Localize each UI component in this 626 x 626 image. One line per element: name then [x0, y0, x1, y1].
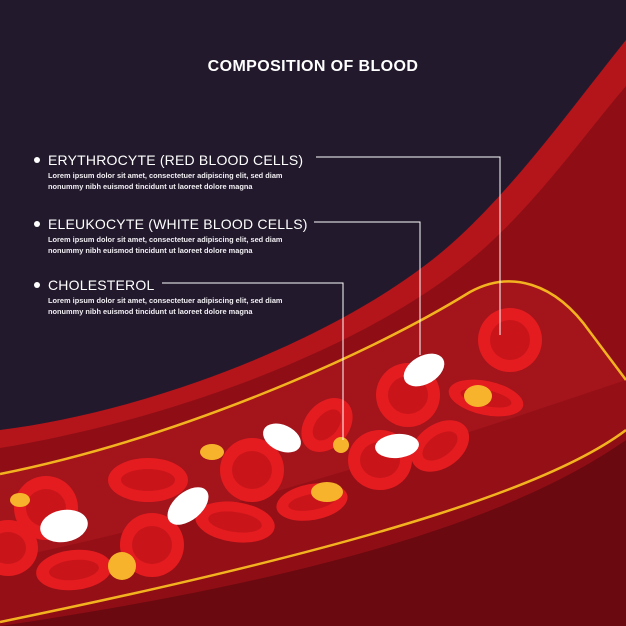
- cholesterol-particle: [311, 482, 343, 502]
- red-blood-cell: [410, 420, 470, 472]
- bullet-icon: [34, 157, 40, 163]
- white-blood-cell: [403, 353, 445, 387]
- legend-description: Lorem ipsum dolor sit amet, consectetuer…: [48, 296, 283, 316]
- cells-group: [0, 308, 542, 591]
- legend-label: ELEUKOCYTE (WHITE BLOOD CELLS): [48, 216, 308, 232]
- bullet-icon: [34, 221, 40, 227]
- red-blood-cell: [36, 549, 112, 591]
- callout-line-cholesterol: [162, 282, 344, 440]
- cholesterol-particle: [108, 552, 136, 580]
- white-blood-cell: [263, 423, 301, 453]
- red-blood-cell: [108, 458, 188, 502]
- legend-label: ERYTHROCYTE (RED BLOOD CELLS): [48, 152, 304, 168]
- white-blood-cell: [375, 433, 419, 459]
- cholesterol-particle: [464, 385, 492, 407]
- vessel-lower-band: [0, 440, 626, 626]
- cholesterol-particle: [200, 444, 224, 460]
- red-blood-cell: [195, 501, 275, 543]
- cholesterol-particle: [333, 437, 349, 453]
- white-blood-cell: [40, 509, 88, 543]
- white-blood-cell: [167, 487, 209, 525]
- bullet-icon: [34, 282, 40, 288]
- legend-description: Lorem ipsum dolor sit amet, consectetuer…: [48, 235, 283, 255]
- lumen-outline-lower: [0, 429, 626, 624]
- legend-label: CHOLESTEROL: [48, 277, 155, 293]
- red-blood-cell: [120, 513, 184, 577]
- lumen-outline: [0, 280, 626, 476]
- page-title: COMPOSITION OF BLOOD: [207, 58, 419, 75]
- red-blood-cell: [220, 438, 284, 502]
- callout-line-erythrocyte: [316, 156, 501, 335]
- red-blood-cell: [478, 308, 542, 372]
- cholesterol-particle: [10, 493, 30, 507]
- legend-description: Lorem ipsum dolor sit amet, consectetuer…: [48, 171, 283, 191]
- callout-line-leukocyte: [314, 221, 421, 355]
- red-blood-cell: [0, 520, 38, 576]
